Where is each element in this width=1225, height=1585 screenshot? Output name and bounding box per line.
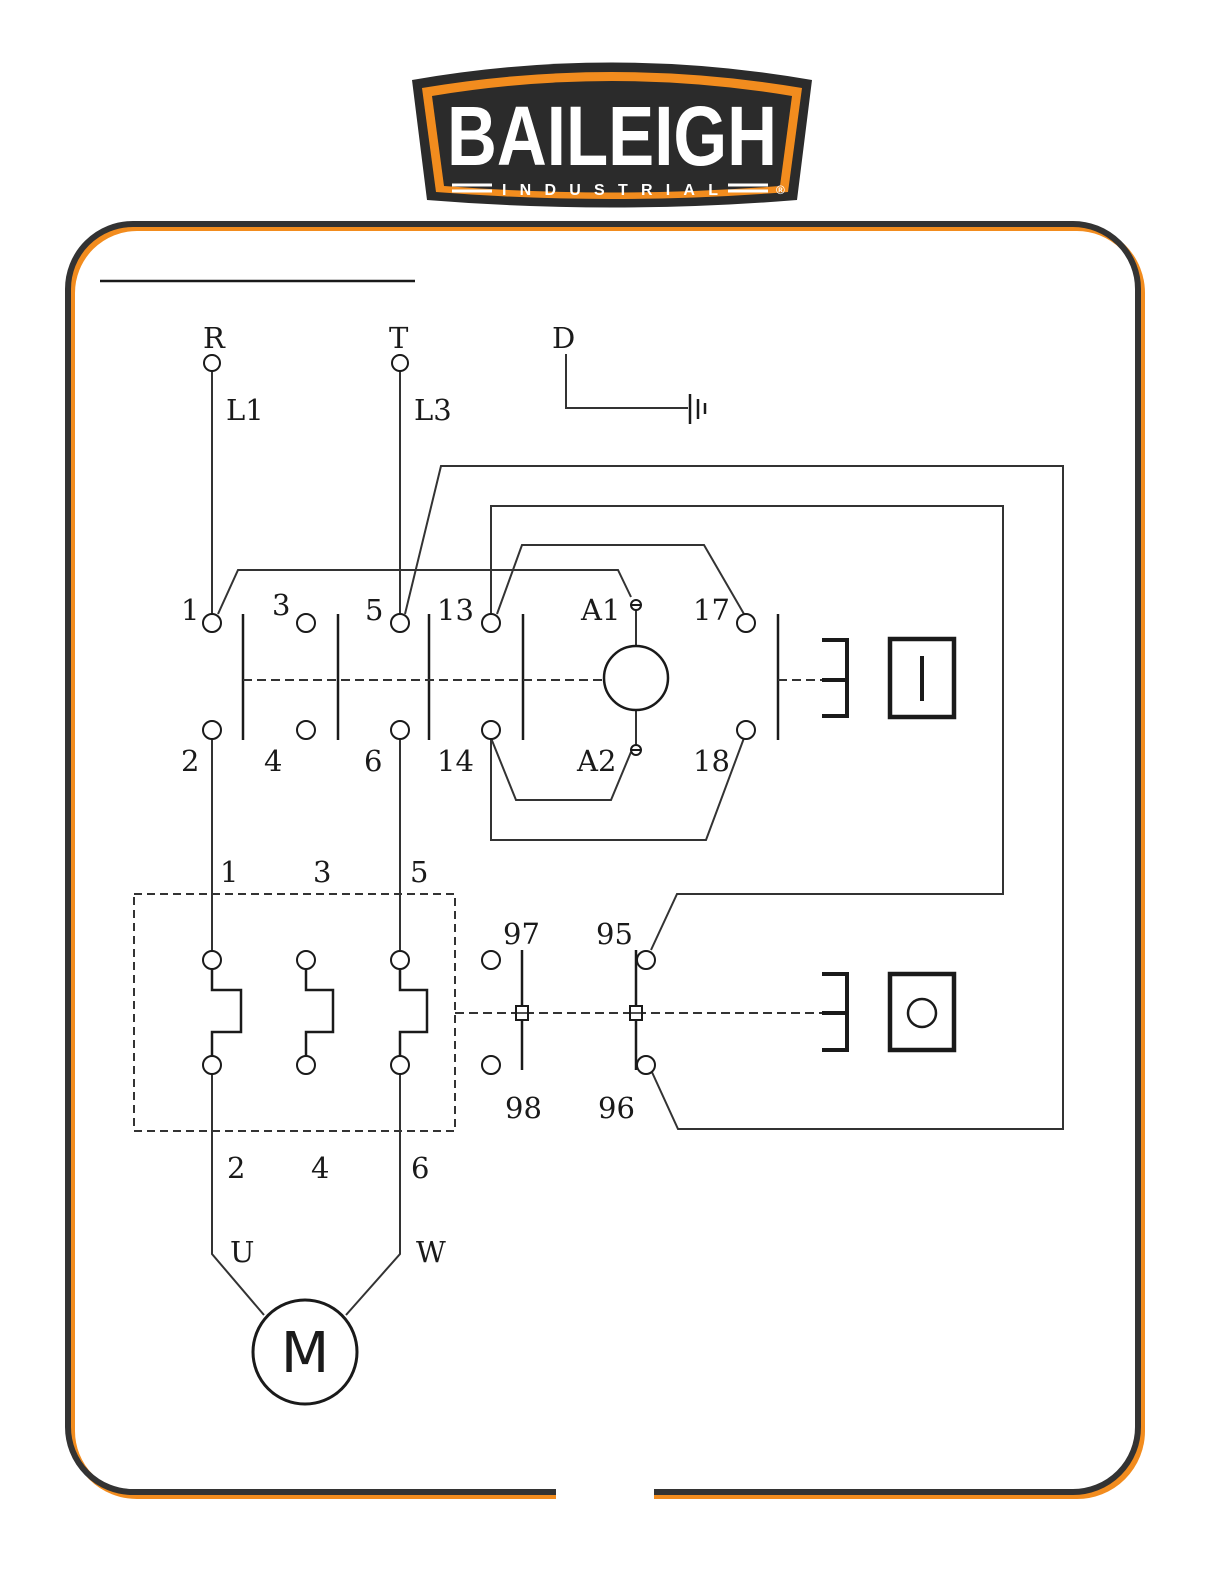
wiring [212,354,1063,1315]
contactor-top-a1: A1 [580,593,620,627]
overload-aux-95: 95 [596,917,633,951]
contactor-top-17: 17 [693,593,730,627]
overload-bottom-4: 4 [311,1151,329,1185]
motor-terminal-u: U [230,1235,254,1269]
overload-aux-97: 97 [503,917,540,951]
label-r: R [203,321,226,355]
overload-top-3: 3 [313,855,331,889]
start-button-symbol [822,639,954,717]
overload-relay-box [134,894,455,1131]
contactor-bottom-a2: A2 [576,744,616,778]
overload-aux-96: 96 [598,1091,635,1125]
motor-terminal-w: W [416,1235,446,1269]
contactor-top-3: 3 [272,588,290,622]
contactor-coil [604,646,668,710]
baileigh-logo: BAILEIGH INDUSTRIAL ® [412,63,812,208]
overload-aux-contacts [516,950,642,1070]
overload-aux-98: 98 [505,1091,542,1125]
contactor-bottom-6: 6 [364,744,382,778]
contactor-bottom-18: 18 [693,744,730,778]
contactor-contacts [243,614,778,740]
overload-bottom-6: 6 [411,1151,429,1185]
logo-registered-mark: ® [776,183,785,197]
label-l1: L1 [226,393,264,427]
overload-heaters [212,968,427,1056]
stop-button-symbol [822,974,954,1050]
logo-brand-text: BAILEIGH [447,89,777,183]
ground-icon [690,394,705,424]
contactor-bottom-2: 2 [181,744,199,778]
overload-top-1: 1 [220,855,238,889]
contactor-top-5: 5 [365,593,383,627]
overload-bottom-2: 2 [227,1151,245,1185]
contactor-bottom-14: 14 [437,744,474,778]
contactor-bottom-4: 4 [264,744,282,778]
contactor-top-13: 13 [437,593,474,627]
overload-top-5: 5 [410,855,428,889]
terminals [203,355,755,1074]
motor-label: M [281,1321,329,1386]
label-l3: L3 [414,393,452,427]
label-d: D [552,321,575,355]
contactor-top-1: 1 [181,593,199,627]
label-t: T [389,321,409,355]
